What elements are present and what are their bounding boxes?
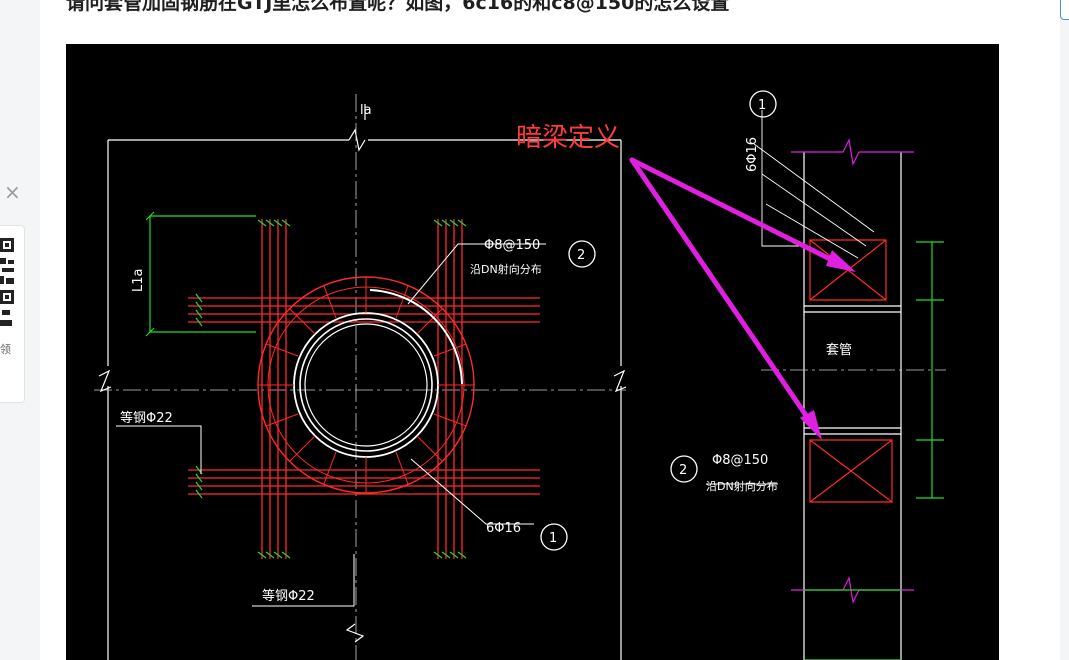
side-qr-widget[interactable]: 领	[0, 225, 25, 403]
top-right-tab[interactable]	[1060, 0, 1069, 20]
label-l1a: L1a	[131, 269, 146, 292]
label-circle-1-right: 1	[758, 98, 766, 113]
side-widget-label: 领	[0, 343, 11, 356]
label-la: la	[360, 103, 372, 118]
plan-leaders	[116, 243, 546, 607]
label-right-dist: 沿DN射向分布	[706, 479, 778, 493]
cad-drawing-image: la L1a Φ8@150 沿DN射向分布 2 等钢Φ22 等钢Φ22 6Φ16…	[66, 44, 999, 660]
label-bar-dist: 沿DN射向分布	[470, 262, 542, 276]
callout-circle-2	[568, 240, 596, 268]
label-sleeve: 套管	[826, 342, 852, 358]
close-icon[interactable]: ×	[4, 180, 21, 204]
dimension-l1a	[145, 211, 256, 337]
label-right-spec: Φ8@150	[712, 453, 768, 468]
qr-code-icon	[0, 238, 14, 326]
callout-circle-1	[540, 523, 568, 551]
annotation-dark-beam: 暗梁定义	[516, 123, 620, 153]
grid-ticks	[195, 219, 467, 559]
cad-drawing: la L1a Φ8@150 沿DN射向分布 2 等钢Φ22 等钢Φ22 6Φ16…	[94, 90, 946, 660]
plan-outline	[94, 94, 627, 660]
sleeve-ring	[257, 276, 475, 494]
label-circle-1: 1	[549, 531, 557, 546]
label-vert-bar: 6Φ16	[745, 137, 760, 172]
question-title: 请问套管加固钢筋在GTJ里怎么布置呢？如图，6c16的和c8@150的怎么设置	[66, 0, 730, 14]
label-circle-2-right: 2	[679, 463, 687, 478]
section-view	[706, 110, 946, 660]
label-six-bar: 6Φ16	[486, 521, 521, 536]
label-circle-2: 2	[577, 248, 585, 263]
label-equal-left: 等钢Φ22	[120, 410, 173, 426]
label-equal-bottom: 等钢Φ22	[262, 588, 315, 604]
annotation-arrows	[629, 157, 851, 433]
label-bar-spec: Φ8@150	[484, 238, 540, 253]
callout-circle-1-right	[749, 90, 777, 118]
callout-circle-2-right	[670, 455, 698, 483]
right-gutter	[1060, 20, 1069, 660]
